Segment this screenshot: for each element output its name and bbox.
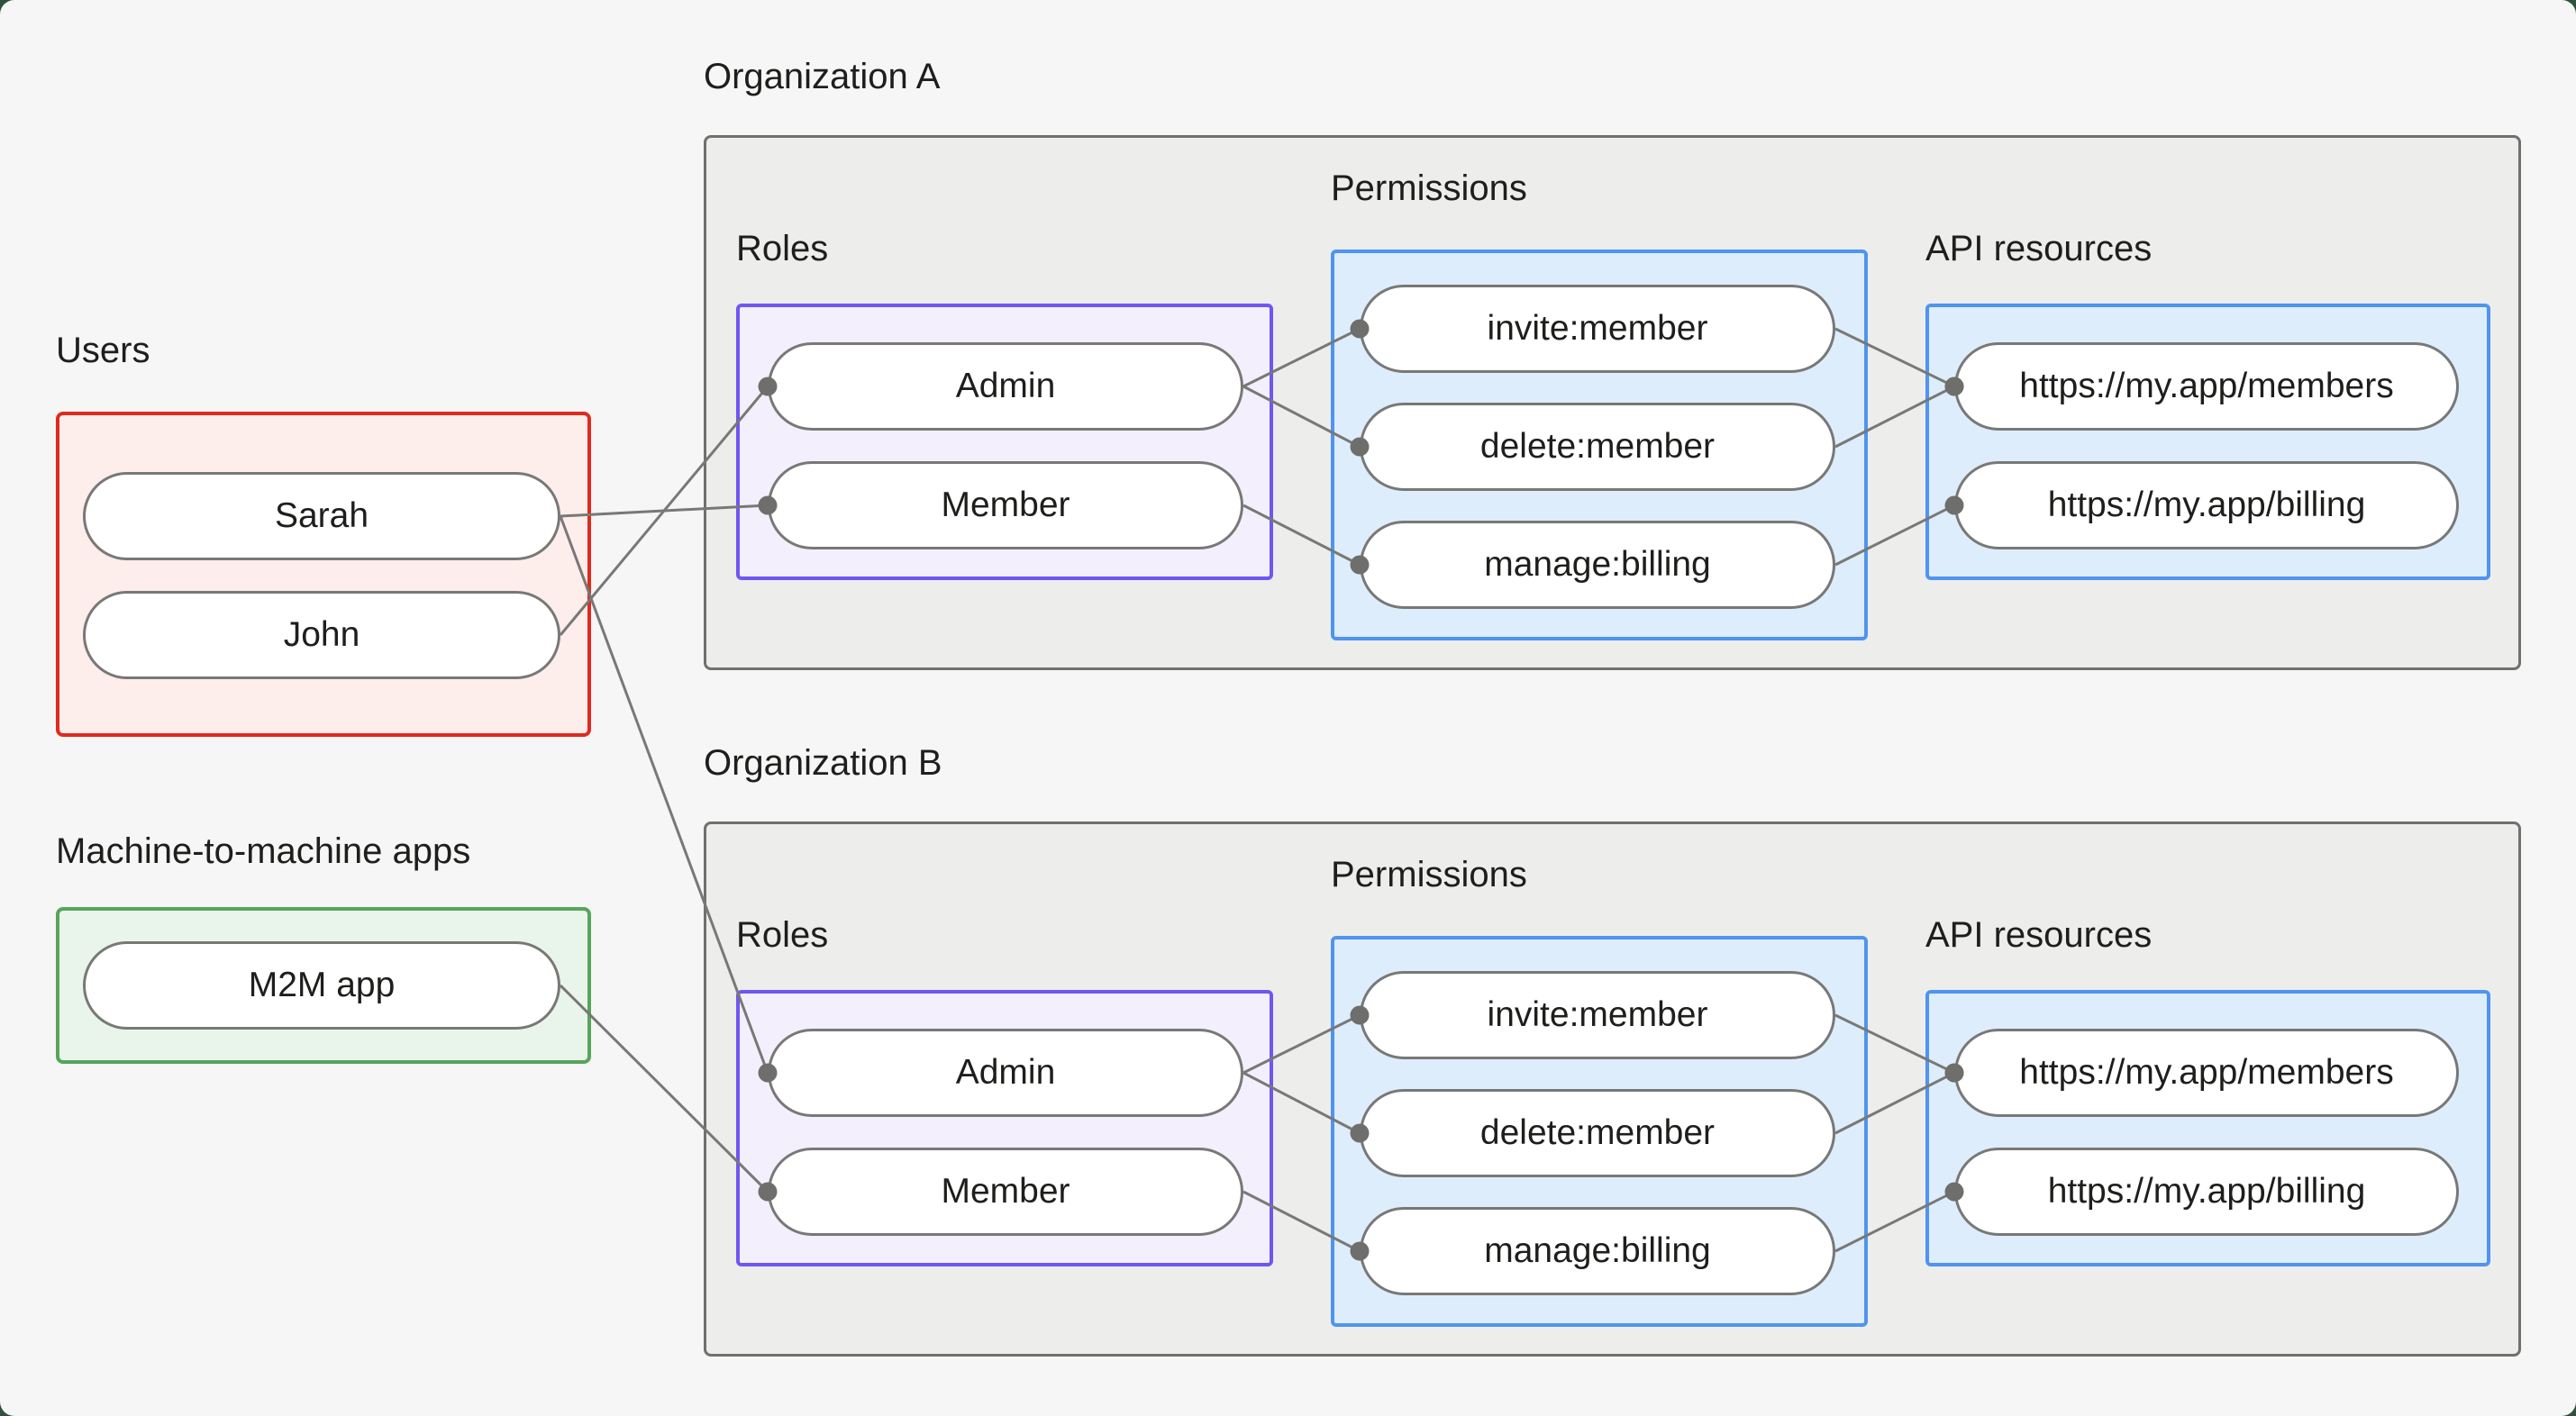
org-a-api-billing: https://my.app/billing [1954, 461, 2459, 549]
org-b-api-members: https://my.app/members [1954, 1029, 2459, 1117]
org-b-role-admin: Admin [768, 1029, 1243, 1117]
m2m-group-label: Machine-to-machine apps [56, 831, 471, 871]
org-a-title: Organization A [704, 57, 941, 96]
user-node-john: John [83, 591, 560, 679]
user-node-sarah: Sarah [83, 472, 560, 560]
users-group-label: Users [56, 331, 150, 370]
org-a-api-members: https://my.app/members [1954, 342, 2459, 431]
org-b-permission-delete-member: delete:member [1360, 1089, 1835, 1177]
org-b-roles-label: Roles [736, 915, 829, 955]
org-a-permissions-label: Permissions [1331, 168, 1527, 208]
m2m-app-node: M2M app [83, 941, 560, 1030]
org-b-title: Organization B [704, 743, 942, 783]
org-a-permission-delete-member: delete:member [1360, 403, 1835, 491]
org-a-permission-invite-member: invite:member [1360, 285, 1835, 373]
org-a-roles-label: Roles [736, 229, 829, 268]
org-a-role-member: Member [768, 461, 1243, 549]
org-b-api-billing: https://my.app/billing [1954, 1148, 2459, 1236]
org-a-role-admin: Admin [768, 342, 1243, 431]
org-a-permission-manage-billing: manage:billing [1360, 521, 1835, 609]
org-b-permissions-label: Permissions [1331, 855, 1527, 894]
org-a-api-label: API resources [1925, 229, 2153, 268]
users-group-box [56, 412, 591, 737]
org-b-role-member: Member [768, 1148, 1243, 1236]
org-b-permission-invite-member: invite:member [1360, 971, 1835, 1059]
org-b-permission-manage-billing: manage:billing [1360, 1207, 1835, 1295]
org-b-api-label: API resources [1925, 915, 2153, 955]
